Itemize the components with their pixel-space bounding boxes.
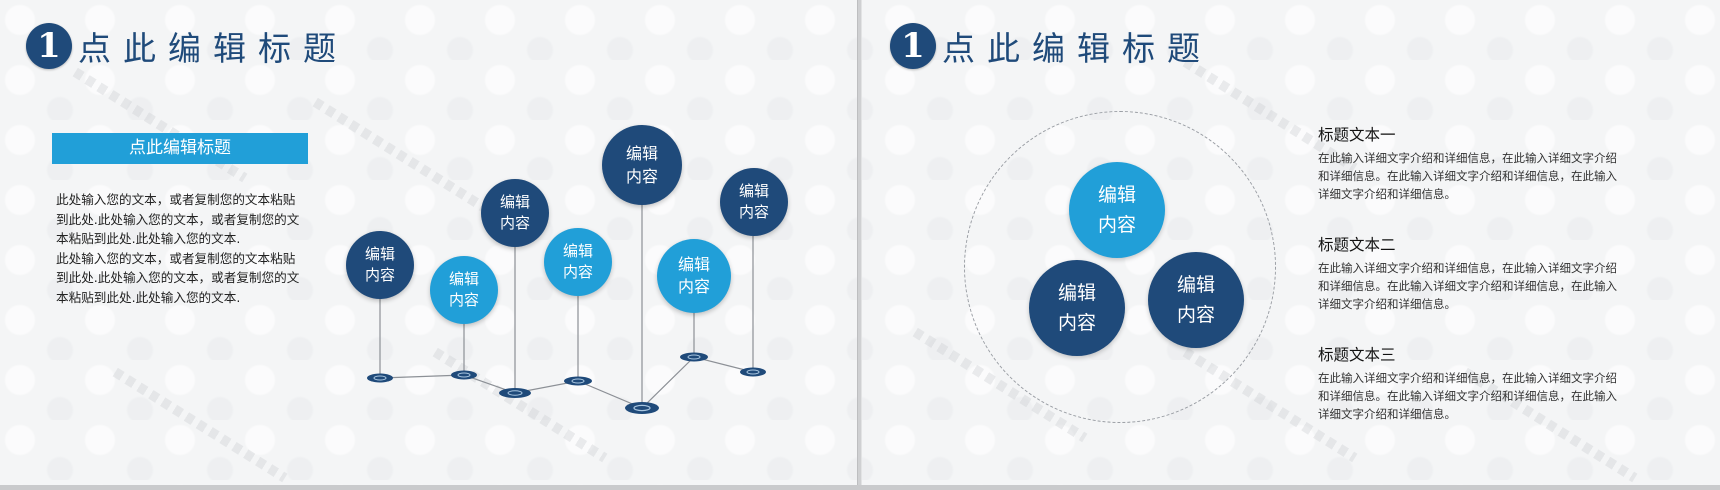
bubble-line2: 内容 bbox=[738, 203, 769, 221]
info-block-1[interactable]: 标题文本一 在此输入详细文字介绍和详细信息，在此输入详细文字介绍和详细信息。在此… bbox=[1318, 123, 1618, 203]
info-text: 在此输入详细文字介绍和详细信息，在此输入详细文字介绍和详细信息。在此输入详细文字… bbox=[1318, 371, 1617, 421]
circle-top[interactable]: 编辑 内容 bbox=[1069, 162, 1165, 258]
info-title: 标题文本三 bbox=[1318, 346, 1396, 364]
bubble-line2: 内容 bbox=[625, 167, 658, 186]
body-text[interactable]: 此处输入您的文本，或者复制您的文本粘贴到此处.此处输入您的文本，或者复制您的文本… bbox=[56, 190, 306, 308]
circle-line2: 内容 bbox=[1176, 304, 1215, 326]
circle-line1: 编辑 bbox=[1057, 282, 1096, 304]
bubble-3[interactable]: 编辑 内容 bbox=[481, 179, 549, 247]
slide-divider bbox=[857, 0, 862, 490]
info-block-3[interactable]: 标题文本三 在此输入详细文字介绍和详细信息，在此输入详细文字介绍和详细信息。在此… bbox=[1318, 343, 1618, 423]
bottom-band bbox=[0, 485, 1720, 490]
bubble-line2: 内容 bbox=[562, 263, 593, 281]
dashed-ring bbox=[964, 111, 1276, 423]
circle-bottom-left[interactable]: 编辑 内容 bbox=[1029, 260, 1125, 356]
bubble-7[interactable]: 编辑 内容 bbox=[720, 168, 788, 236]
body-paragraph: 此处输入您的文本，或者复制您的文本粘贴到此处.此处输入您的文本，或者复制您的文本… bbox=[56, 250, 300, 305]
number-badge: 1 bbox=[26, 23, 72, 69]
bubble-line1: 编辑 bbox=[677, 255, 710, 274]
info-title: 标题文本二 bbox=[1318, 236, 1396, 254]
slide-title-group: 1 点此编辑标题 bbox=[26, 22, 348, 70]
slide-title[interactable]: 点此编辑标题 bbox=[78, 29, 348, 68]
info-title: 标题文本一 bbox=[1318, 126, 1396, 144]
slide-title[interactable]: 点此编辑标题 bbox=[942, 29, 1212, 68]
base-nodes bbox=[367, 352, 766, 414]
bubble-6[interactable]: 编辑 内容 bbox=[657, 239, 731, 313]
slide-1[interactable]: 1 点此编辑标题 点此编辑标题 此处输入您的文本，或者复制您的文本粘贴到此处.此… bbox=[0, 0, 857, 485]
bubble-line1: 编辑 bbox=[499, 193, 530, 211]
circle-bottom-right[interactable]: 编辑 内容 bbox=[1148, 252, 1244, 348]
bubble-5[interactable]: 编辑 内容 bbox=[602, 125, 682, 205]
circle-line1: 编辑 bbox=[1176, 274, 1215, 296]
bubble-1[interactable]: 编辑 内容 bbox=[346, 231, 414, 299]
circle-line2: 内容 bbox=[1057, 312, 1096, 334]
number-badge: 1 bbox=[890, 23, 936, 69]
bubble-line2: 内容 bbox=[448, 291, 479, 309]
body-paragraph: 此处输入您的文本，或者复制您的文本粘贴到此处.此处输入您的文本，或者复制您的文本… bbox=[56, 192, 300, 247]
info-text: 在此输入详细文字介绍和详细信息，在此输入详细文字介绍和详细信息。在此输入详细文字… bbox=[1318, 151, 1617, 201]
circle-line2: 内容 bbox=[1097, 214, 1136, 236]
circle-line1: 编辑 bbox=[1097, 184, 1136, 206]
bubble-line1: 编辑 bbox=[625, 144, 658, 163]
section-header-box[interactable]: 点此编辑标题 bbox=[52, 133, 308, 164]
bubble-4[interactable]: 编辑 内容 bbox=[544, 228, 612, 296]
bubble-line1: 编辑 bbox=[448, 270, 479, 288]
bubble-line2: 内容 bbox=[499, 214, 530, 232]
pin-diagram bbox=[367, 203, 766, 414]
bubble-line2: 内容 bbox=[677, 277, 710, 296]
info-block-2[interactable]: 标题文本二 在此输入详细文字介绍和详细信息，在此输入详细文字介绍和详细信息。在此… bbox=[1318, 233, 1618, 313]
bubble-line1: 编辑 bbox=[562, 242, 593, 260]
slide-title-group: 1 点此编辑标题 bbox=[890, 22, 1212, 70]
bubble-2[interactable]: 编辑 内容 bbox=[430, 256, 498, 324]
bubble-line1: 编辑 bbox=[364, 245, 395, 263]
bubble-line1: 编辑 bbox=[738, 182, 769, 200]
info-text: 在此输入详细文字介绍和详细信息，在此输入详细文字介绍和详细信息。在此输入详细文字… bbox=[1318, 261, 1617, 311]
bubble-line2: 内容 bbox=[364, 266, 395, 284]
